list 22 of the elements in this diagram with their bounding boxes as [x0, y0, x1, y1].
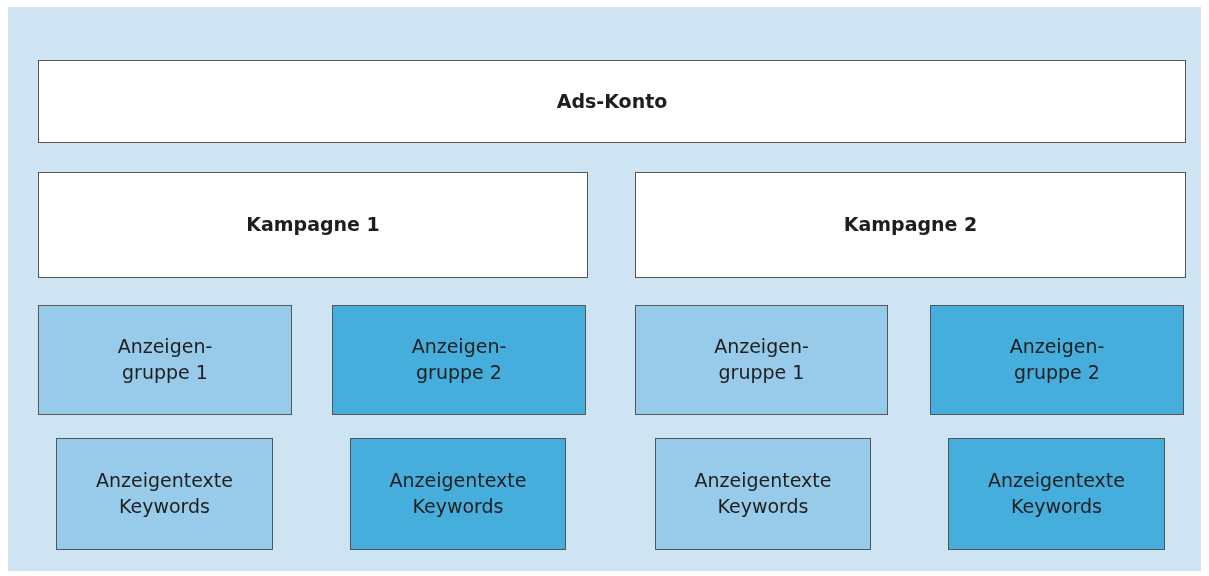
ad-group-box [38, 305, 292, 415]
box-label: Anzeigen- gruppe 1 [713, 334, 810, 385]
box-label: Anzeigentexte Keywords [987, 468, 1126, 519]
ad-group-box [635, 305, 888, 415]
box-label: Kampagne 1 [245, 212, 381, 238]
box-label: Kampagne 2 [842, 212, 979, 238]
box-label: Anzeigentexte Keywords [693, 468, 833, 519]
box-label: Anzeigentexte Keywords [95, 468, 234, 519]
box-label: Anzeigen- gruppe 2 [410, 334, 508, 385]
ad-content-box [56, 438, 273, 550]
box-label: Anzeigen- gruppe 2 [1008, 334, 1106, 385]
campaign-box [635, 172, 1186, 278]
box-label: Anzeigen- gruppe 1 [116, 334, 214, 385]
ad-content-box [948, 438, 1165, 550]
ad-group-box [332, 305, 586, 415]
box-label: Ads-Konto [555, 88, 669, 114]
ad-content-box [655, 438, 871, 550]
campaign-box [38, 172, 588, 278]
ad-group-box [930, 305, 1184, 415]
account-box [38, 60, 1186, 143]
box-label: Anzeigentexte Keywords [388, 468, 528, 519]
ad-content-box [350, 438, 566, 550]
